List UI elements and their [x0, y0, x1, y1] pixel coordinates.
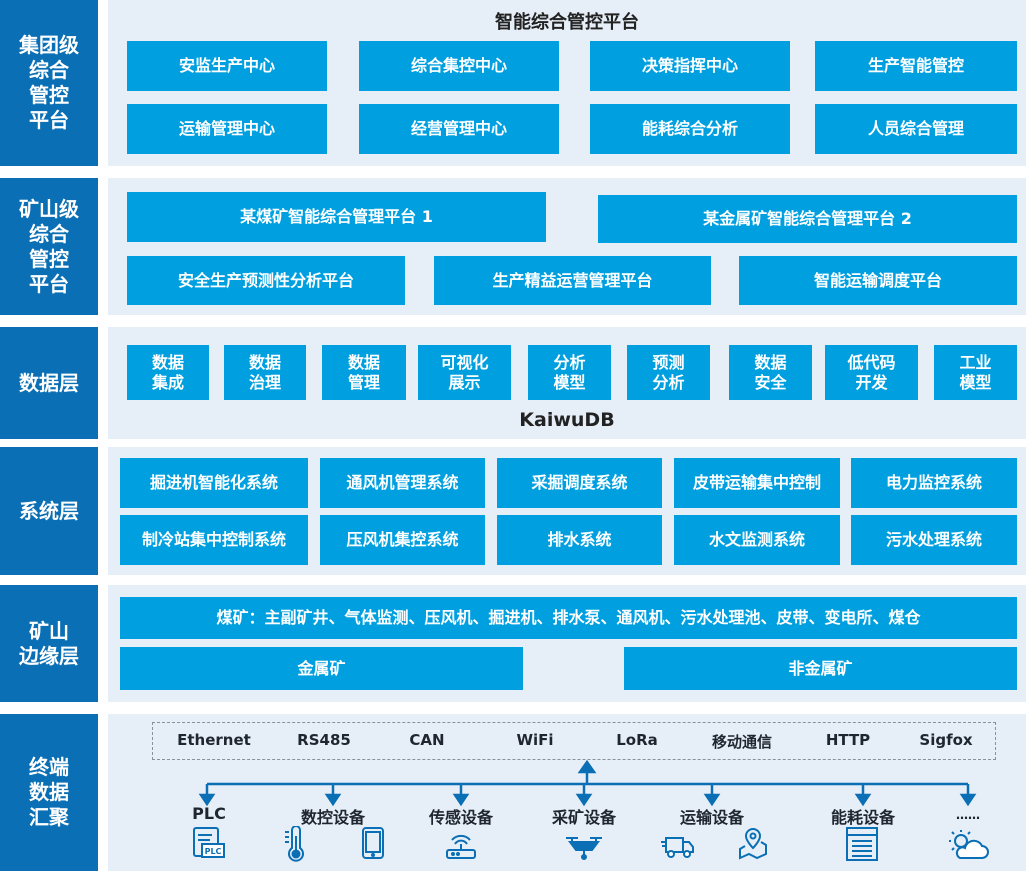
data-module[interactable]: 数据 治理 [224, 345, 306, 400]
protocol-box [152, 722, 996, 760]
data-module[interactable]: 低代码 开发 [825, 345, 918, 400]
system-module[interactable]: 制冷站集中控制系统 [120, 515, 308, 565]
mine-platform[interactable]: 智能运输调度平台 [739, 256, 1017, 305]
group-platform-title: 智能综合管控平台 [495, 12, 639, 33]
protocol-label: WiFi [516, 731, 554, 749]
layer-label-data: 数据层 [0, 327, 98, 439]
cloud-sun-icon [946, 828, 990, 862]
protocol-label: Sigfox [919, 731, 973, 749]
mine-platform[interactable]: 安全生产预测性分析平台 [127, 256, 405, 305]
layer-label-edge: 矿山 边缘层 [0, 585, 98, 702]
mine-platform[interactable]: 某煤矿智能综合管理平台 1 [127, 192, 546, 242]
mine-platform[interactable]: 某金属矿智能综合管理平台 2 [598, 195, 1017, 243]
device-label: …… [956, 808, 980, 822]
system-module[interactable]: 排水系统 [497, 515, 662, 565]
edge-nonmetal[interactable]: 非金属矿 [624, 647, 1017, 690]
data-module[interactable]: 工业 模型 [934, 345, 1017, 400]
system-module[interactable]: 掘进机智能化系统 [120, 458, 308, 508]
system-module[interactable]: 采掘调度系统 [497, 458, 662, 508]
group-module[interactable]: 决策指挥中心 [590, 41, 790, 91]
edge-metal[interactable]: 金属矿 [120, 647, 523, 690]
group-module[interactable]: 安监生产中心 [127, 41, 327, 91]
map-pin-icon [737, 826, 769, 860]
system-module[interactable]: 压风机集控系统 [320, 515, 485, 565]
group-module[interactable]: 综合集控中心 [359, 41, 559, 91]
group-module[interactable]: 人员综合管理 [815, 104, 1017, 154]
protocol-label: 移动通信 [711, 733, 772, 751]
system-module[interactable]: 污水处理系统 [851, 515, 1017, 565]
layer-label-terminal: 终端 数据 汇聚 [0, 714, 98, 871]
edge-coal[interactable]: 煤矿：主副矿井、气体监测、压风机、掘进机、排水泵、通风机、污水处理池、皮带、变电… [120, 597, 1017, 639]
device-label: PLC [192, 804, 226, 823]
group-module[interactable]: 经营管理中心 [359, 104, 559, 154]
device-label: 运输设备 [679, 808, 744, 827]
router-icon [444, 826, 478, 860]
drone-icon [564, 834, 604, 860]
group-module[interactable]: 生产智能管控 [815, 41, 1017, 91]
data-module[interactable]: 预测 分析 [627, 345, 710, 400]
document-icon [845, 826, 879, 862]
device-label: 数控设备 [300, 808, 365, 827]
protocol-label: LoRa [616, 731, 658, 749]
data-module[interactable]: 分析 模型 [528, 345, 611, 400]
system-module[interactable]: 水文监测系统 [674, 515, 840, 565]
group-module[interactable]: 运输管理中心 [127, 104, 327, 154]
data-module[interactable]: 可视化 展示 [418, 345, 511, 400]
layer-label-mine: 矿山级 综合 管控 平台 [0, 178, 98, 315]
plc-icon-text: PLC [205, 847, 222, 856]
protocol-label: HTTP [825, 731, 871, 749]
thermometer-icon [283, 826, 307, 862]
device-label: 采矿设备 [551, 808, 616, 827]
system-module[interactable]: 皮带运输集中控制 [674, 458, 840, 508]
system-module[interactable]: 通风机管理系统 [320, 458, 485, 508]
data-module[interactable]: 数据 管理 [322, 345, 406, 400]
data-module[interactable]: 数据 安全 [729, 345, 812, 400]
plc-icon: PLC [192, 826, 226, 860]
protocol-label: Ethernet [177, 731, 251, 749]
data-module[interactable]: 数据 集成 [127, 345, 209, 400]
device-label: 传感设备 [428, 808, 493, 827]
terminal-panel [108, 714, 1026, 871]
layer-label-system: 系统层 [0, 447, 98, 575]
protocol-label: CAN [409, 731, 445, 749]
tablet-icon [360, 826, 386, 860]
kaiwudb-label: KaiwuDB [519, 409, 615, 431]
mine-platform[interactable]: 生产精益运营管理平台 [434, 256, 711, 305]
truck-icon [660, 834, 696, 860]
protocol-label: RS485 [297, 731, 351, 749]
layer-label-group: 集团级 综合 管控 平台 [0, 0, 98, 166]
device-label: 能耗设备 [830, 808, 895, 827]
group-module[interactable]: 能耗综合分析 [590, 104, 790, 154]
system-module[interactable]: 电力监控系统 [851, 458, 1017, 508]
